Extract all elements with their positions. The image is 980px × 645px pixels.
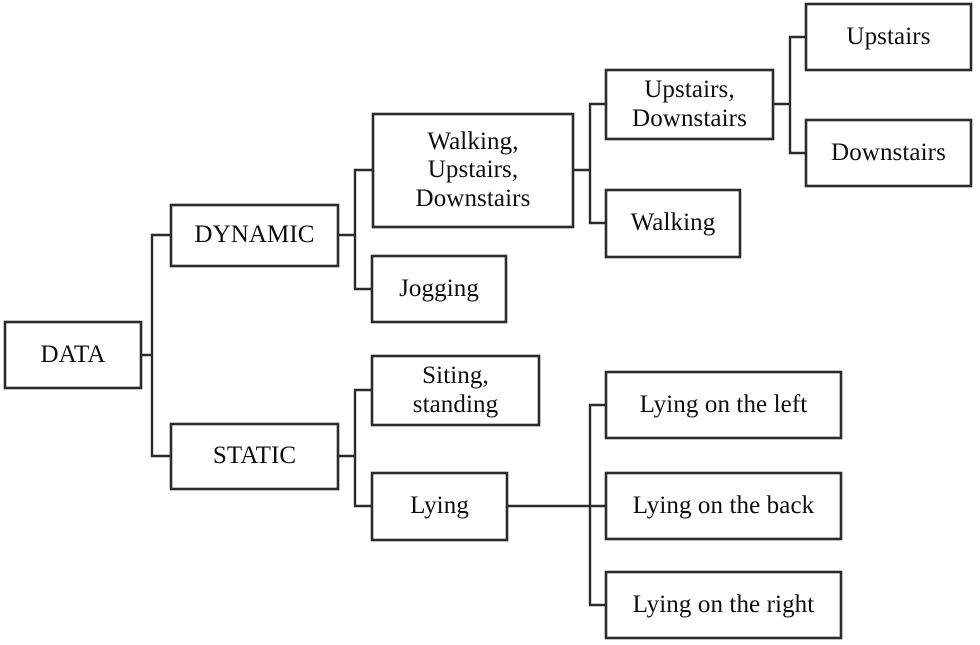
connector-line	[338, 388, 372, 508]
node-box-walking-upstairs-downstairs[interactable]	[371, 112, 575, 229]
node-box-static[interactable]	[169, 422, 340, 491]
connector-line	[338, 168, 373, 291]
node-box-lying[interactable]	[370, 471, 509, 542]
connector-line	[507, 403, 606, 607]
connector-line	[773, 35, 806, 155]
node-box-upstairs-downstairs[interactable]	[604, 68, 775, 141]
node-box-upstairs[interactable]	[804, 2, 973, 72]
node-box-downstairs[interactable]	[804, 118, 973, 188]
node-box-data[interactable]	[3, 320, 143, 390]
node-box-lying-on-the-left[interactable]	[604, 370, 843, 440]
node-box-walking[interactable]	[604, 188, 742, 259]
node-box-jogging[interactable]	[370, 254, 508, 324]
node-box-siting-standing[interactable]	[370, 354, 541, 427]
connector-line	[573, 102, 606, 225]
node-box-lying-on-the-right[interactable]	[604, 570, 843, 640]
node-box-layer	[3, 2, 973, 640]
connector-line	[141, 233, 171, 458]
connector-layer	[141, 35, 806, 607]
node-box-lying-on-the-back[interactable]	[604, 471, 843, 541]
node-box-dynamic[interactable]	[169, 203, 340, 268]
